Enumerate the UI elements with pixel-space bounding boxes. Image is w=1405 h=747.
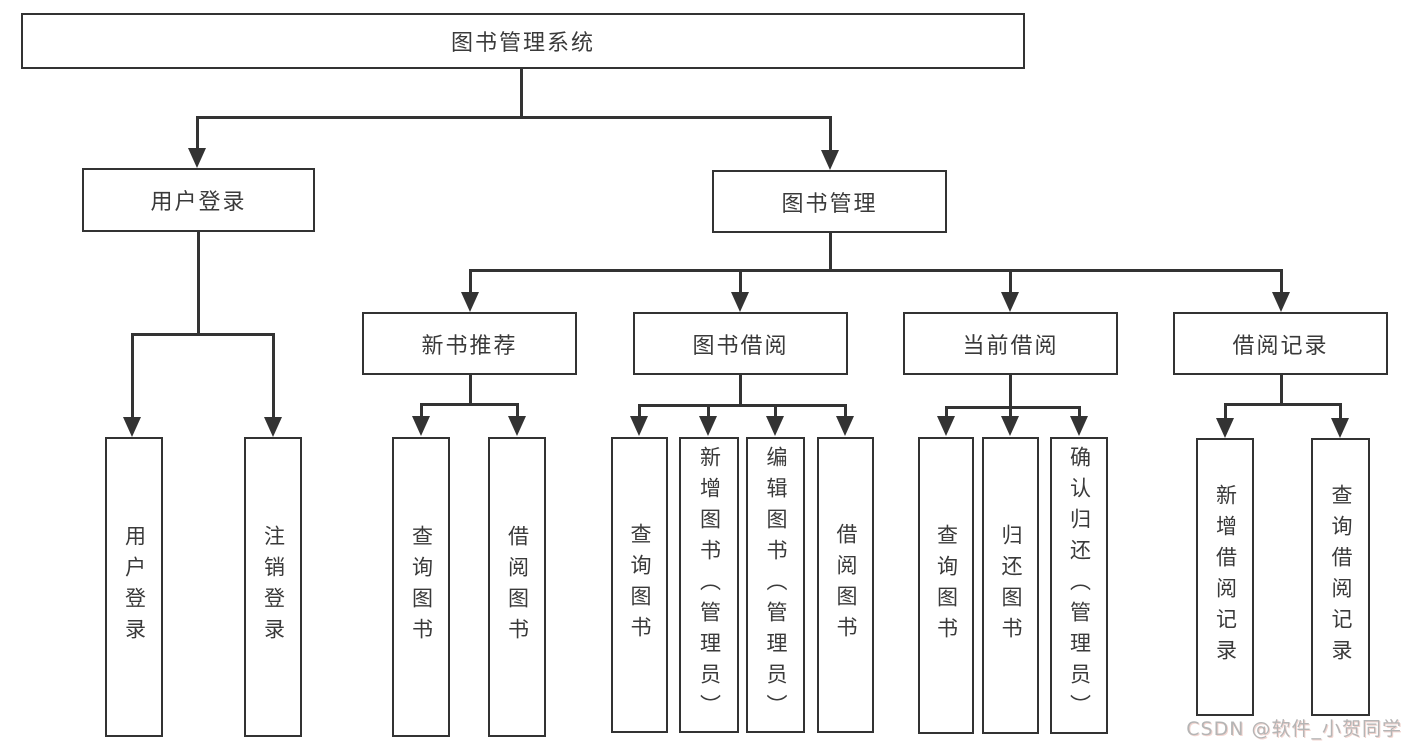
connector-line <box>638 404 641 418</box>
connector-line <box>739 269 742 294</box>
connector-line <box>1280 269 1283 294</box>
arrowhead <box>821 150 839 170</box>
arrowhead <box>508 416 526 436</box>
arrowhead <box>630 416 648 436</box>
leaf-return-books: 归还图书 <box>982 437 1039 734</box>
node-book-management: 图书管理 <box>712 170 947 233</box>
connector-line <box>945 406 948 418</box>
leaf-add-books-admin: 新增图书（管理员） <box>679 437 739 733</box>
connector-line <box>638 404 846 407</box>
arrowhead <box>1272 292 1290 312</box>
leaf-label: 新增图书（管理员） <box>697 445 722 725</box>
node-current-borrowing-label: 当前借阅 <box>962 333 1059 359</box>
connector-line <box>131 333 134 419</box>
leaf-label: 查询借阅记录 <box>1329 484 1353 670</box>
connector-line <box>420 403 518 406</box>
arrowhead <box>699 416 717 436</box>
arrowhead <box>412 416 430 436</box>
leaf-label: 确认归还（管理员） <box>1067 446 1092 725</box>
leaf-label: 归还图书 <box>999 523 1023 648</box>
connector-line <box>516 403 519 418</box>
leaf-label: 新增借阅记录 <box>1213 484 1238 670</box>
leaf-user-login: 用户登录 <box>105 437 163 737</box>
connector-line <box>420 403 423 418</box>
arrowhead <box>123 417 141 437</box>
connector-line <box>945 406 1080 409</box>
connector-line <box>1224 403 1227 419</box>
connector-line <box>739 375 742 406</box>
arrowhead <box>731 292 749 312</box>
connector-line <box>1280 375 1283 405</box>
connector-line <box>844 404 847 418</box>
node-current-borrowing: 当前借阅 <box>903 312 1118 375</box>
arrowhead <box>766 416 784 436</box>
node-book-management-label: 图书管理 <box>781 191 878 217</box>
leaf-query-books: 查询图书 <box>611 437 668 733</box>
leaf-label: 编辑图书（管理员） <box>764 445 788 725</box>
connector-line <box>1009 375 1012 408</box>
connector-line <box>197 231 200 335</box>
connector-line <box>272 333 275 419</box>
node-root-label: 图书管理系统 <box>450 31 595 56</box>
node-borrowing-records-label: 借阅记录 <box>1232 333 1329 359</box>
arrowhead <box>937 416 955 436</box>
connector-line <box>829 116 832 152</box>
connector-line <box>469 269 472 294</box>
node-book-borrowing-label: 图书借阅 <box>692 333 789 359</box>
leaf-query-borrow-record: 查询借阅记录 <box>1311 438 1370 716</box>
connector-line <box>1009 406 1012 418</box>
arrowhead <box>1216 418 1234 438</box>
connector-line <box>707 404 710 418</box>
leaf-label: 注销登录 <box>261 525 286 649</box>
node-book-borrowing: 图书借阅 <box>633 312 848 375</box>
leaf-query-books: 查询图书 <box>392 437 450 737</box>
leaf-confirm-return-admin: 确认归还（管理员） <box>1050 437 1108 734</box>
leaf-query-books: 查询图书 <box>918 437 974 734</box>
connector-line <box>1009 269 1012 294</box>
arrowhead <box>461 292 479 312</box>
leaf-label: 借阅图书 <box>505 525 530 649</box>
connector-line <box>774 404 777 418</box>
node-borrowing-records: 借阅记录 <box>1173 312 1388 375</box>
connector-line <box>196 116 199 150</box>
connector-line <box>469 269 1282 272</box>
node-user-login-label: 用户登录 <box>150 190 247 215</box>
arrowhead <box>188 148 206 168</box>
node-user-login: 用户登录 <box>82 168 315 232</box>
leaf-label: 借阅图书 <box>834 523 858 647</box>
watermark: CSDN @软件_小贺同学 <box>1186 718 1402 740</box>
arrowhead <box>1070 416 1088 436</box>
connector-line <box>196 116 831 119</box>
node-root: 图书管理系统 <box>21 13 1025 69</box>
leaf-label: 查询图书 <box>628 523 652 647</box>
leaf-edit-books-admin: 编辑图书（管理员） <box>746 437 805 733</box>
arrowhead <box>1001 416 1019 436</box>
node-new-book-recommend: 新书推荐 <box>362 312 577 375</box>
connector-line <box>1078 406 1081 418</box>
arrowhead <box>264 417 282 437</box>
leaf-label: 查询图书 <box>934 523 959 648</box>
arrowhead <box>1001 292 1019 312</box>
leaf-label: 查询图书 <box>409 525 434 649</box>
connector-line <box>520 69 523 118</box>
leaf-borrow-books: 借阅图书 <box>488 437 546 737</box>
connector-line <box>1224 403 1341 406</box>
arrowhead <box>1331 418 1349 438</box>
leaf-add-borrow-record: 新增借阅记录 <box>1196 438 1254 716</box>
connector-line <box>469 375 472 406</box>
connector-line <box>1339 403 1342 419</box>
leaf-logout: 注销登录 <box>244 437 302 737</box>
connector-line <box>829 232 832 271</box>
arrowhead <box>836 416 854 436</box>
leaf-borrow-books: 借阅图书 <box>817 437 874 733</box>
connector-line <box>131 333 274 336</box>
node-new-book-recommend-label: 新书推荐 <box>421 333 518 359</box>
leaf-label: 用户登录 <box>122 525 147 649</box>
